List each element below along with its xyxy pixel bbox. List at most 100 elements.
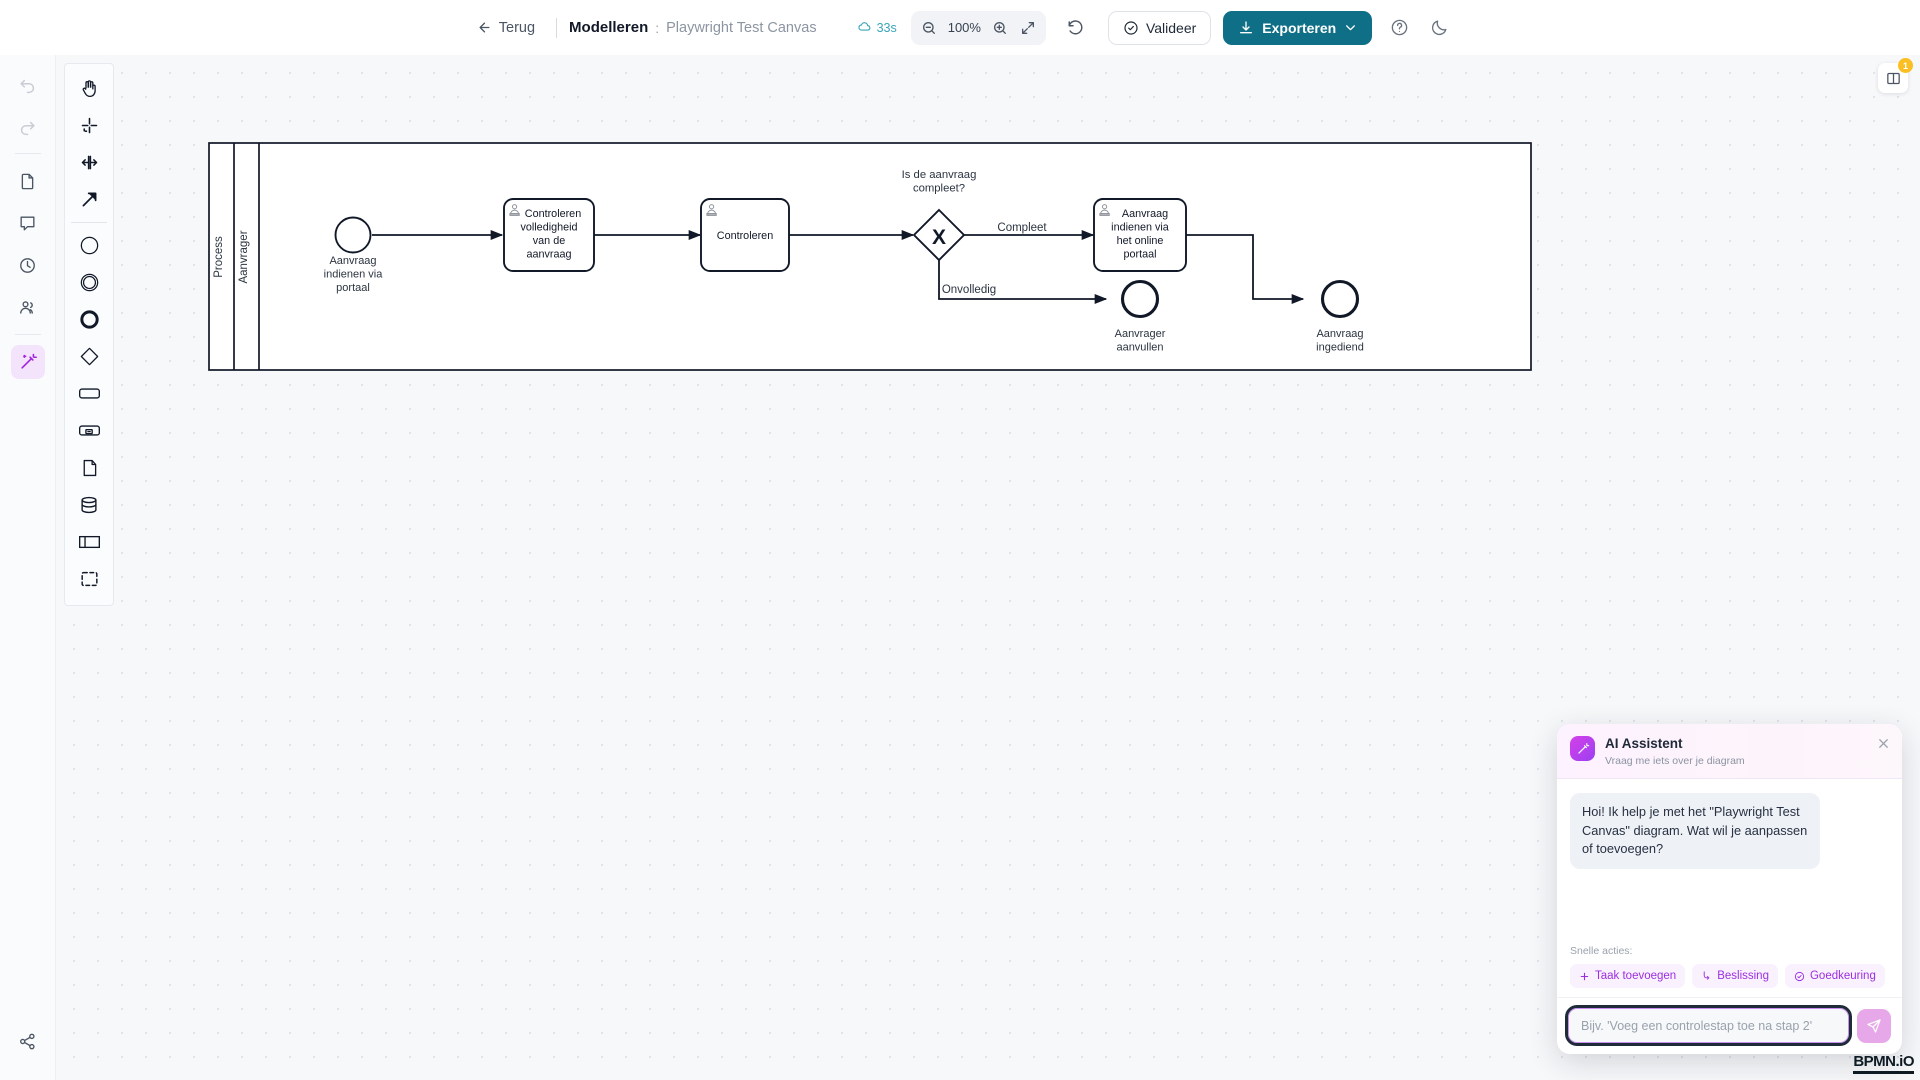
bpmn-watermark: BPMN.iO [1853,1054,1914,1074]
validate-button[interactable]: Valideer [1107,10,1212,45]
back-button[interactable]: Terug [468,15,544,41]
quick-action-decision[interactable]: Beslissing [1692,964,1778,988]
quick-actions-label: Snelle acties: [1570,945,1633,957]
bpmn-lane[interactable]: Aanvrager [238,143,260,370]
zoom-in-icon[interactable] [987,15,1013,41]
palette-start-event[interactable] [70,227,108,264]
rail-item-undo[interactable] [11,67,45,101]
database-icon [81,496,97,513]
redo-icon [20,121,35,135]
bpmn-diagram[interactable]: Process Aanvrager Compleet Onvolledig [56,55,1920,1080]
panel-layout-icon [1886,72,1900,84]
ai-input-row [1557,997,1902,1054]
ai-prompt-input[interactable] [1565,1005,1852,1046]
document-icon [83,459,96,476]
bpmn-pool[interactable]: Process [208,142,1532,371]
clock-icon [20,257,35,273]
close-icon [1879,739,1888,748]
reset-view-button[interactable] [1062,14,1090,42]
palette-subprocess[interactable] [70,412,108,449]
rail-item-redo[interactable] [11,109,45,143]
group-icon [80,571,98,586]
pool-icon [78,535,100,548]
gateway-marker: X [932,226,946,249]
quick-action-label: Taak toevoegen [1595,970,1677,982]
lasso-icon [81,117,97,134]
palette-end-event[interactable] [70,301,108,338]
flow-gateway-end1[interactable] [938,260,1108,305]
rail-divider-top [14,153,41,154]
subprocess-icon [78,425,100,436]
left-rail [0,55,56,1080]
circle-thin-icon [80,236,98,255]
rail-item-share[interactable] [11,1024,45,1058]
share-icon [20,1033,35,1049]
palette-group[interactable] [70,560,108,597]
export-button[interactable]: Exporteren [1223,10,1373,45]
space-tool-icon [81,155,97,170]
rail-item-history[interactable] [11,248,45,282]
rail-item-comments[interactable] [11,206,45,240]
magic-wand-icon [20,353,37,369]
quick-action-label: Goedkeuring [1809,970,1876,982]
ai-panel-close-button[interactable] [1876,736,1891,756]
ai-send-button[interactable] [1857,1008,1891,1043]
help-button[interactable] [1386,15,1412,41]
flow-label-compleet: Compleet [997,222,1047,234]
palette-space-tool[interactable] [70,144,108,181]
rail-item-collaborators[interactable] [11,290,45,324]
fit-screen-icon[interactable] [1015,15,1041,41]
autosave-label: 33s [876,20,897,35]
ai-panel-header: AI Assistent Vraag me iets over je diagr… [1557,724,1902,780]
send-icon [1867,1018,1881,1033]
task2-label: Controleren [717,230,773,242]
palette-lasso-tool[interactable] [70,107,108,144]
palette-data-store[interactable] [70,486,108,523]
rail-divider-bottom [14,334,41,335]
flow-task3-end2[interactable] [1186,234,1305,305]
comment-icon [20,215,35,231]
palette-intermediate-event[interactable] [70,264,108,301]
palette-hand-tool[interactable] [70,70,108,107]
zoom-out-icon[interactable] [916,15,942,41]
rail-item-file[interactable] [11,164,45,198]
pool-label: Process [213,236,225,278]
palette-connect-tool[interactable] [70,181,108,218]
panel-toggle-button[interactable]: 1 [1878,58,1913,93]
title-separator: : [655,19,660,36]
page-title: Modelleren [569,19,649,36]
quick-action-add-task[interactable]: Taak toevoegen [1570,964,1686,988]
user-task-icon [706,204,717,216]
ai-assistant-panel: AI Assistent Vraag me iets over je diagr… [1557,724,1902,1054]
palette-gateway[interactable] [70,338,108,375]
users-icon [20,300,33,314]
ai-message-list: Hoi! Ik help je met het "Playwright Test… [1557,779,1902,945]
sequence-flows [372,229,1305,305]
palette-pool[interactable] [70,523,108,560]
theme-toggle-button[interactable] [1426,15,1452,41]
ai-message-bubble: Hoi! Ik help je met het "Playwright Test… [1570,793,1820,869]
toolbar-divider [556,17,558,38]
plus-icon [1580,972,1589,980]
ai-panel-title: AI Assistent [1605,736,1683,751]
diagram-canvas[interactable]: 1 Process Aanvrager [56,55,1920,1080]
moon-icon [1431,20,1447,36]
reset-icon [1068,19,1083,34]
zoom-level[interactable]: 100% [947,20,981,35]
palette-data-object[interactable] [70,449,108,486]
quick-action-approval[interactable]: Goedkeuring [1784,964,1885,988]
bpmn-task-controleren[interactable]: Controleren [700,198,790,272]
rail-item-ai-assistant[interactable] [10,345,45,379]
palette-task[interactable] [70,375,108,412]
export-label: Exporteren [1262,19,1337,36]
